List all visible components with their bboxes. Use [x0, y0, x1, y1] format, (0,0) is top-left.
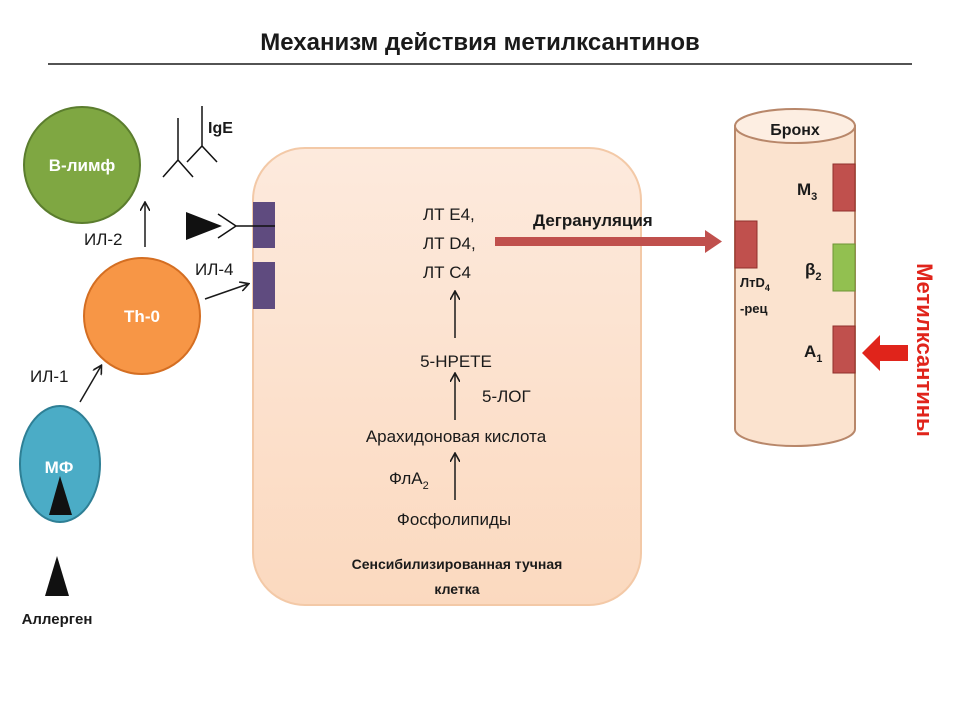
- mast-cell-caption-line1: Сенсибилизированная тучная: [352, 556, 563, 572]
- mast-cell-caption-line2: клетка: [434, 581, 479, 597]
- ltd4-receptor-label-line1: ЛтD4: [740, 275, 770, 293]
- arrow-il1: [79, 366, 101, 403]
- mast-cell-receptor-top: [253, 202, 275, 248]
- methylxanthines-arrow-shaft: [878, 345, 908, 361]
- ige-antibody-right-icon: [186, 106, 218, 163]
- m3-label: М3: [797, 180, 817, 203]
- beta2-receptor: [832, 243, 856, 292]
- ltd4-receptor: [734, 220, 758, 269]
- phospholipids-label: Фосфолипиды: [397, 510, 511, 529]
- ltd4-receptor-label-line2: -рец: [740, 301, 768, 316]
- th0-label: Th-0: [124, 307, 160, 326]
- a1-label: А1: [804, 342, 822, 365]
- arachidonic-acid-label: Арахидоновая кислота: [366, 427, 547, 446]
- il1-label: ИЛ-1: [30, 367, 69, 386]
- fla2-label: ФлА2: [389, 469, 429, 492]
- il2-label: ИЛ-2: [84, 230, 123, 249]
- il4-label: ИЛ-4: [195, 260, 234, 279]
- mast-cell-receptor-bottom: [253, 262, 275, 309]
- degranulation-label: Дегрануляция: [533, 211, 653, 230]
- degranulation-arrow-shaft: [495, 237, 707, 246]
- allergen-label: Аллерген: [22, 611, 93, 628]
- b-lymph-cell: [23, 106, 141, 224]
- th0-cell: [83, 257, 201, 375]
- page-title: Механизм действия метилксантинов: [260, 29, 699, 56]
- mf-label: МФ: [45, 458, 74, 477]
- degranulation-arrow-head: [705, 230, 722, 253]
- bronchus-body: [734, 125, 856, 447]
- lt-d4-label: ЛТ D4,: [423, 234, 476, 253]
- b-lymph-label: B-лимф: [49, 156, 116, 175]
- lt-c4-label: ЛТ С4: [423, 263, 471, 282]
- bronchus-label: Бронх: [770, 122, 820, 139]
- arrow-il4: [204, 284, 248, 300]
- mf-cell: [19, 405, 101, 523]
- lt-e4-label: ЛТ Е4,: [423, 205, 475, 224]
- hpete-label: 5-НРЕТЕ: [420, 352, 492, 371]
- ige-receptor-fork-icon: [217, 213, 275, 239]
- a1-receptor: [832, 325, 856, 374]
- allergen-in-mf-icon: [49, 476, 72, 515]
- log-label: 5-ЛОГ: [482, 387, 531, 406]
- ige-label: IgE: [208, 120, 233, 137]
- allergen-icon: [45, 556, 69, 596]
- methylxanthines-label: Метилксантины: [912, 263, 937, 437]
- mast-cell: [252, 147, 642, 606]
- bronchus-top: [734, 108, 856, 144]
- antigen-triangle-icon: [186, 212, 222, 240]
- m3-receptor: [832, 163, 856, 212]
- beta2-label: β2: [805, 260, 822, 283]
- ige-antibody-left-icon: [162, 118, 194, 178]
- methylxanthines-arrow-head: [862, 335, 880, 371]
